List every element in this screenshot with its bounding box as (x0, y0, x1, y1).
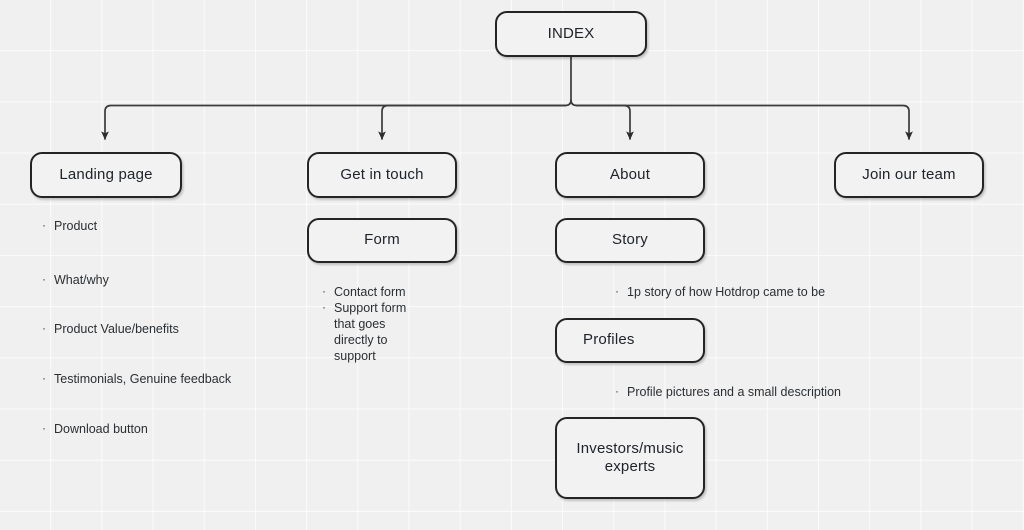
list-item: · Support form that goes directly to sup… (322, 300, 422, 364)
list-item: · Testimonials, Genuine feedback (42, 371, 292, 387)
node-landing-page[interactable]: Landing page (30, 152, 182, 198)
node-story-label: Story (611, 231, 648, 249)
node-profiles[interactable]: Profiles (555, 318, 705, 363)
list-item: · Contact form (322, 284, 422, 300)
node-profiles-label: Profiles (583, 331, 635, 349)
node-investors-music-experts[interactable]: Investors/music experts (555, 417, 705, 499)
list-item: · Download button (42, 421, 292, 437)
list-item-text: Contact form (334, 285, 406, 299)
node-form-label: Form (364, 231, 400, 249)
bullet-list-story: · 1p story of how Hotdrop came to be (615, 284, 875, 300)
bullet-icon: · (615, 284, 619, 298)
bullet-icon: · (42, 421, 46, 435)
list-item-text: Support form that goes directly to suppo… (334, 301, 407, 363)
connector-root-stem-right (570, 99, 578, 107)
list-item-text: Download button (54, 422, 148, 436)
node-about-label: About (609, 165, 651, 183)
node-join-our-team-label: Join our team (862, 165, 956, 183)
bullet-icon: · (42, 371, 46, 385)
list-item-text: Profile pictures and a small description (627, 385, 841, 399)
list-item-text: 1p story of how Hotdrop came to be (627, 285, 826, 299)
bullet-list-landing-page: · Product · What/why · Product Value/ben… (42, 218, 292, 437)
node-join-our-team[interactable]: Join our team (834, 152, 984, 198)
node-landing-page-label: Landing page (59, 165, 153, 183)
node-about[interactable]: About (555, 152, 705, 198)
list-item: · What/why (42, 272, 292, 288)
connector-to-get-in-touch (378, 104, 566, 140)
list-item-text: What/why (54, 273, 109, 287)
connector-root-stem (564, 56, 572, 107)
node-form[interactable]: Form (307, 218, 457, 263)
list-item: · Profile pictures and a small descripti… (615, 384, 895, 400)
node-get-in-touch-label: Get in touch (340, 165, 424, 183)
list-item-text: Product (54, 219, 98, 233)
node-investors-music-experts-label: Investors/music experts (576, 439, 684, 475)
node-story[interactable]: Story (555, 218, 705, 263)
bullet-icon: · (42, 321, 46, 335)
bullet-list-profiles: · Profile pictures and a small descripti… (615, 384, 895, 400)
bullet-icon: · (615, 384, 619, 398)
node-get-in-touch[interactable]: Get in touch (307, 152, 457, 198)
connector-to-join-our-team (576, 104, 913, 140)
bullet-icon: · (42, 218, 46, 232)
bullet-icon: · (42, 272, 46, 286)
list-item-text: Product Value/benefits (54, 322, 179, 336)
connector-to-about (576, 104, 634, 140)
list-item: · 1p story of how Hotdrop came to be (615, 284, 875, 300)
connector-to-landing-page (101, 104, 566, 140)
bullet-list-form: · Contact form · Support form that goes … (322, 284, 422, 364)
list-item: · Product Value/benefits (42, 321, 292, 337)
node-index-label: INDEX (547, 24, 595, 42)
list-item: · Product (42, 218, 292, 234)
bullet-icon: · (322, 300, 326, 314)
bullet-icon: · (322, 284, 326, 298)
node-index[interactable]: INDEX (495, 11, 647, 57)
list-item-text: Testimonials, Genuine feedback (54, 372, 232, 386)
